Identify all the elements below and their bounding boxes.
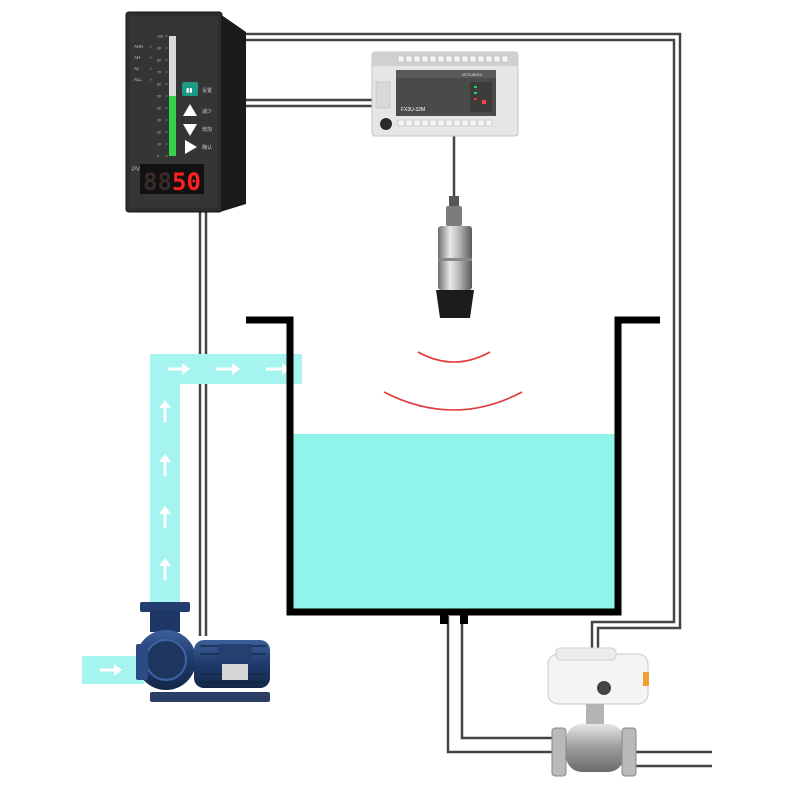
wire-controller-to-valve xyxy=(246,32,682,652)
actuator-position-indicator xyxy=(597,681,611,695)
actuator-housing xyxy=(547,653,649,705)
arrow-right-icon xyxy=(168,363,190,375)
controller-key-enter[interactable] xyxy=(185,140,197,154)
pump-outlet-flange xyxy=(140,602,190,612)
arrow-up-icon xyxy=(159,558,171,580)
drain-pipe-inner xyxy=(460,616,558,740)
plc-terminals-top xyxy=(397,55,509,63)
alarm-labels: AHH AH AL ALL xyxy=(134,44,153,82)
bar-level-fill xyxy=(169,96,176,156)
signal-wires xyxy=(198,32,712,768)
plc-brand-label: MITSUBISHI xyxy=(462,73,482,77)
motor-nameplate xyxy=(222,664,248,680)
button-label: 减少 xyxy=(202,108,212,115)
plc-status-leds xyxy=(474,86,486,104)
sonar-wave-outer xyxy=(383,391,523,411)
controller-key-up[interactable] xyxy=(183,104,197,116)
tank-drain-stub-left xyxy=(440,610,448,624)
alarm-label: AHH xyxy=(134,44,143,49)
tank-drain-stub-right xyxy=(460,610,468,624)
scale-tick-label: 80 xyxy=(157,59,161,63)
tank-water xyxy=(292,434,616,610)
scale-tick-label: 90 xyxy=(157,47,161,51)
controller-mode-key[interactable] xyxy=(182,82,198,96)
alarm-label: AL xyxy=(134,66,140,71)
scale-tick-label: 20 xyxy=(157,131,161,135)
alarm-label: AH xyxy=(134,55,140,60)
pv-display xyxy=(140,164,204,194)
sonar-waves xyxy=(383,351,523,411)
motor-terminal-box xyxy=(218,644,252,660)
plc-terminals-bottom xyxy=(397,119,493,127)
valve-stem xyxy=(586,704,604,726)
pump-base xyxy=(150,692,270,702)
alarm-led xyxy=(149,78,153,81)
arrow-right-icon xyxy=(100,664,122,676)
button-label: 确认 xyxy=(202,144,212,151)
arrow-up-icon xyxy=(159,400,171,422)
pv-blank-digits: 88 xyxy=(143,168,172,196)
pump-inlet-flange xyxy=(136,644,148,680)
triangle-up-icon xyxy=(183,104,197,116)
scale-tick-label: 10 xyxy=(157,143,161,147)
controller-side xyxy=(220,14,246,212)
alarm-label: ALL xyxy=(134,77,142,82)
triangle-down-icon xyxy=(183,124,197,136)
svg-text:▮▮: ▮▮ xyxy=(186,88,193,94)
arrow-up-icon xyxy=(159,506,171,528)
drain-pipe-outer xyxy=(446,616,558,754)
controller-key-down[interactable] xyxy=(183,124,197,136)
plc-model-label: FX3U-32M xyxy=(401,107,425,113)
inlet-flow-pipe xyxy=(82,354,302,684)
button-label: 增加 xyxy=(202,126,212,133)
button-label: 设置 xyxy=(202,87,212,94)
alarm-led xyxy=(149,45,153,48)
scale-tick-label: 50 xyxy=(157,95,161,99)
flow-arrows xyxy=(100,363,290,676)
triangle-right-icon xyxy=(185,140,197,154)
pv-label: PV xyxy=(132,167,140,173)
scale-tick-label: 0 xyxy=(157,155,159,159)
valve-body xyxy=(566,724,624,772)
electric-ball-valve xyxy=(547,647,649,777)
valve-flange-left xyxy=(551,727,567,777)
scale-tick-label: 60 xyxy=(157,83,161,87)
pv-value: 50 xyxy=(172,168,201,196)
arrow-up-icon xyxy=(159,454,171,476)
arrow-right-icon xyxy=(216,363,240,375)
centrifugal-pump xyxy=(136,602,270,702)
sensor-head xyxy=(436,290,474,318)
sonar-wave-inner xyxy=(417,351,491,363)
alarm-led xyxy=(149,67,153,70)
scale-tick-label: 100 xyxy=(157,35,163,39)
wire-controller-to-valve-inner xyxy=(246,38,676,652)
water-tank xyxy=(246,316,660,624)
scale-tick-label: 70 xyxy=(157,71,161,75)
scale-tick-label: 40 xyxy=(157,107,161,111)
ultrasonic-level-sensor xyxy=(436,196,474,318)
tank-wall xyxy=(246,316,660,616)
plc-port xyxy=(380,118,392,130)
arrow-right-icon xyxy=(266,363,290,375)
alarm-led xyxy=(149,56,153,59)
scale-tick-label: 30 xyxy=(157,119,161,123)
plc-unit: FX3U-32M MITSUBISHI xyxy=(371,51,519,137)
valve-flange-right xyxy=(621,727,637,777)
